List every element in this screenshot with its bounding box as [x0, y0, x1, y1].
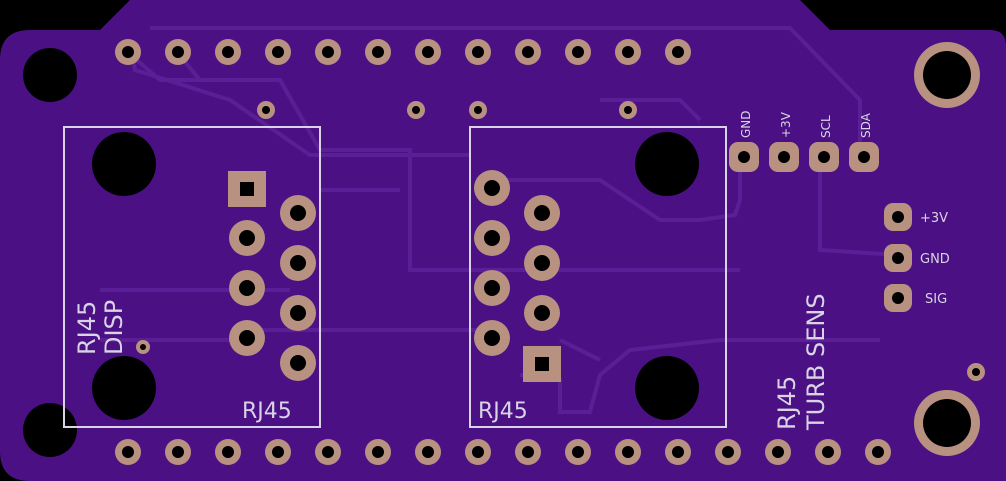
- rj45-left-footprint-label: RJ45: [242, 399, 292, 424]
- i2c-label-3v: +3V: [779, 111, 793, 138]
- i2c-label-sda: SDA: [859, 112, 873, 138]
- rj45-right-footprint: RJ45 RJ45 TURB SENS: [469, 126, 830, 431]
- sensor-label-gnd: GND: [920, 252, 950, 267]
- top-header-pins: [115, 39, 691, 65]
- sensor-header: +3V GND SIG: [884, 203, 950, 312]
- vias: [136, 101, 985, 381]
- rj45-right-footprint-label: RJ45: [478, 399, 528, 424]
- rj45-left-footprint: RJ45 RJ45 DISP: [63, 126, 321, 428]
- rj45-right-designator-line2: TURB SENS: [802, 293, 830, 431]
- bottom-header-pins: [115, 439, 891, 465]
- sensor-label-3v: +3V: [920, 211, 948, 226]
- i2c-header: GND +3V SCL SDA: [729, 110, 879, 172]
- rj45-right-designator-line1: RJ45: [773, 376, 801, 430]
- sensor-label-sig: SIG: [925, 292, 947, 307]
- i2c-label-scl: SCL: [819, 115, 833, 138]
- rj45-left-designator-line1: RJ45: [73, 301, 101, 355]
- rj45-left-designator-line2: DISP: [100, 300, 128, 355]
- i2c-label-gnd: GND: [739, 110, 753, 138]
